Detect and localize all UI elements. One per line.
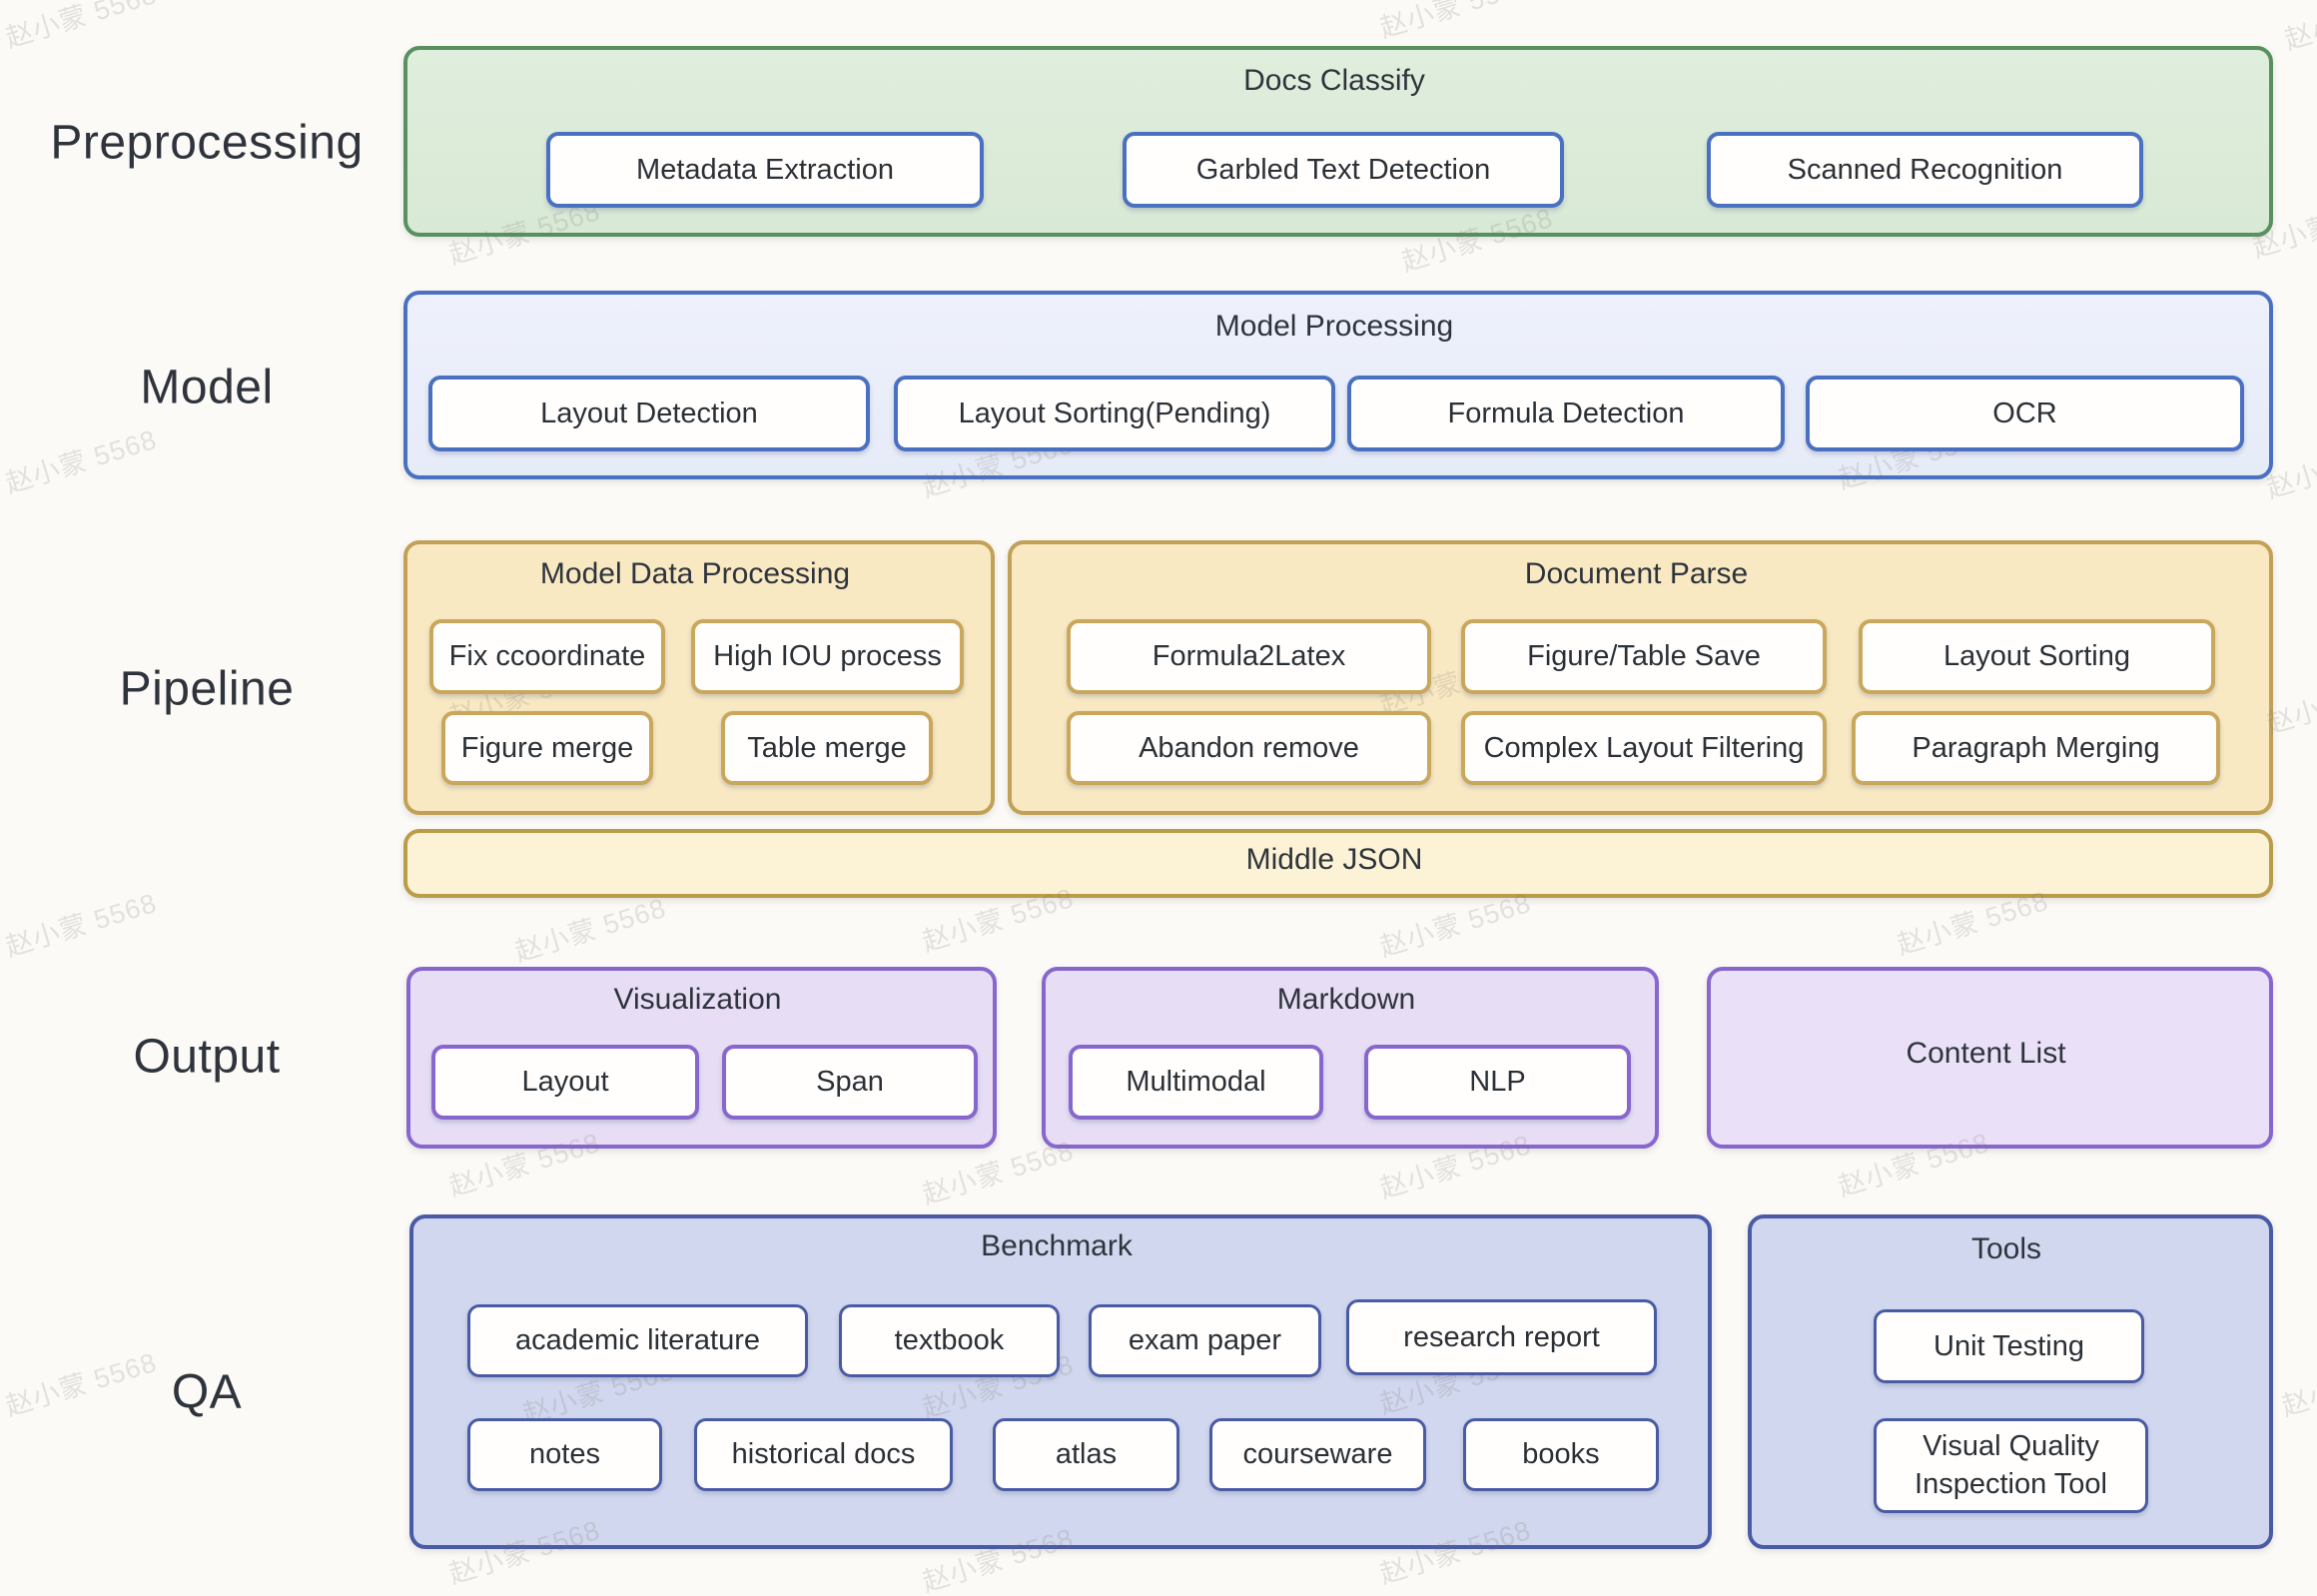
node-notes: notes (467, 1418, 662, 1491)
watermark-text: 赵小蒙 5568 (2, 423, 161, 499)
node-span: Span (722, 1045, 978, 1120)
node-abandon-remove: Abandon remove (1067, 711, 1431, 785)
node-scanned-recognition: Scanned Recognition (1707, 132, 2143, 208)
row-label-preprocessing: Preprocessing (50, 116, 364, 170)
middle-json-label: Middle JSON (1245, 843, 1423, 876)
node-figure-table-save: Figure/Table Save (1461, 619, 1827, 694)
watermark-text: 赵小蒙 5568 (2, 1346, 161, 1422)
watermark-text: 赵小蒙 5568 (511, 892, 670, 968)
tools-title: Tools (1970, 1232, 2042, 1265)
node-unit-testing: Unit Testing (1874, 1309, 2144, 1383)
node-courseware: courseware (1209, 1418, 1426, 1491)
watermark-text: 赵小蒙 5568 (2, 0, 161, 54)
node-layout-sorting-pending: Layout Sorting(Pending) (894, 376, 1335, 451)
markdown-title: Markdown (1276, 983, 1416, 1016)
node-high-iou-process: High IOU process (691, 619, 964, 694)
node-books: books (1463, 1418, 1659, 1491)
node-visual-quality-inspection-tool: Visual Quality Inspection Tool (1874, 1418, 2148, 1513)
node-metadata-extraction: Metadata Extraction (546, 132, 984, 208)
watermark-text: 赵小蒙 5568 (2281, 0, 2317, 56)
model-data-processing-title: Model Data Processing (539, 557, 851, 590)
row-label-model: Model (140, 361, 274, 414)
row-label-qa: QA (171, 1365, 243, 1419)
node-figure-merge: Figure merge (441, 711, 653, 785)
node-ocr: OCR (1806, 376, 2244, 451)
node-garbled-text-detection: Garbled Text Detection (1123, 132, 1564, 208)
node-table-merge: Table merge (721, 711, 933, 785)
benchmark-container (409, 1214, 1712, 1549)
node-nlp: NLP (1364, 1045, 1631, 1120)
node-textbook: textbook (839, 1304, 1060, 1377)
node-exam-paper: exam paper (1089, 1304, 1321, 1377)
model-processing-title: Model Processing (1214, 310, 1454, 343)
visualization-title: Visualization (613, 983, 782, 1016)
node-atlas: atlas (993, 1418, 1179, 1491)
watermark-text: 赵小蒙 5568 (2, 887, 161, 963)
node-layout: Layout (431, 1045, 699, 1120)
docs-classify-title: Docs Classify (1243, 64, 1425, 97)
node-formula2latex: Formula2Latex (1067, 619, 1431, 694)
document-parse-title: Document Parse (1524, 557, 1749, 590)
watermark-text: 赵小蒙 5568 (2278, 1347, 2317, 1422)
node-historical-docs: historical docs (694, 1418, 953, 1491)
middle-json-band (403, 829, 2273, 898)
row-label-output: Output (133, 1030, 281, 1084)
row-label-pipeline: Pipeline (119, 662, 295, 716)
node-layout-sorting: Layout Sorting (1859, 619, 2215, 694)
node-fix-coordinate: Fix ccoordinate (429, 619, 665, 694)
node-layout-detection: Layout Detection (428, 376, 870, 451)
node-formula-detection: Formula Detection (1347, 376, 1785, 451)
node-research-report: research report (1346, 1299, 1657, 1375)
benchmark-title: Benchmark (981, 1229, 1133, 1262)
content-list-label: Content List (1906, 1037, 2066, 1070)
node-multimodal: Multimodal (1069, 1045, 1323, 1120)
watermark-text: 赵小蒙 5568 (1376, 0, 1535, 44)
node-academic-literature: academic literature (467, 1304, 808, 1377)
content-list-container (1707, 967, 2273, 1149)
node-paragraph-merging: Paragraph Merging (1852, 711, 2220, 785)
node-complex-layout-filtering: Complex Layout Filtering (1461, 711, 1827, 785)
